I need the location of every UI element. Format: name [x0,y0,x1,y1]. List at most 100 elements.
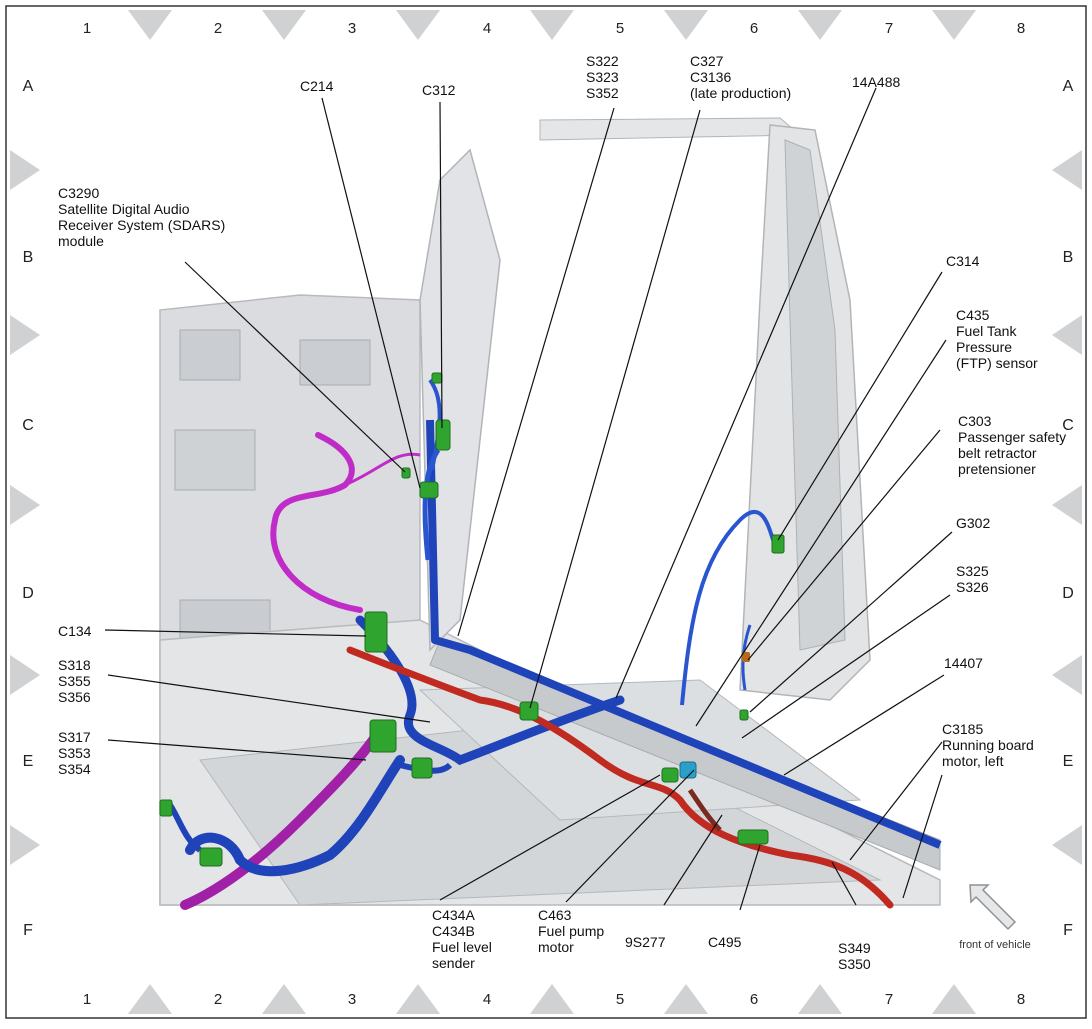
zone-markers [10,10,1082,1014]
callout-line: S355 [58,673,91,689]
callout-line: motor [538,939,574,955]
callout-line: G302 [956,515,990,531]
callout-c314: C314 [946,253,980,269]
callout-line: pretensioner [958,461,1036,477]
callout-line: S322 [586,53,619,69]
callout-line: C314 [946,253,980,269]
callout-line: Fuel pump [538,923,604,939]
callout-9s277: 9S277 [625,934,666,950]
callout-line: S350 [838,956,871,972]
callout-line: C434A [432,907,475,923]
callout-line: (late production) [690,85,791,101]
wiring-harnesses [167,378,942,910]
callout-line: motor, left [942,753,1004,769]
callout-line: belt retractor [958,445,1037,461]
grid-column-label: 1 [83,20,91,37]
grid-column-label: 5 [616,20,624,37]
callout-line: C3290 [58,185,99,201]
grid-column-label: 4 [483,991,491,1008]
callout-line: Receiver System (SDARS) [58,217,225,233]
callout-line: 14A488 [852,74,900,90]
callout-line: Running board [942,737,1034,753]
callout-line: C134 [58,623,92,639]
grid-row-label: A [23,78,34,95]
grid-column-label: 3 [348,20,356,37]
callout-line: Fuel Tank [956,323,1017,339]
grid-row-label: F [23,922,33,939]
callout-c312: C312 [422,82,456,98]
callout-line: S354 [58,761,91,777]
grid-row-label: A [1063,78,1074,95]
grid-column-label: 1 [83,991,91,1008]
callout-line: C3136 [690,69,731,85]
grid-row-label: E [1063,753,1074,770]
grid-row-label: B [23,249,34,266]
callout-line: 14407 [944,655,983,671]
callout-line: C435 [956,307,990,323]
grid-column-label: 7 [885,991,893,1008]
callout-14407: 14407 [944,655,983,671]
callout-line: C463 [538,907,572,923]
callout-line: S352 [586,85,619,101]
callout-line: S325 [956,563,989,579]
callout-line: S349 [838,940,871,956]
callout-line: S353 [58,745,91,761]
vehicle-body-illustration [159,117,941,906]
callout-line: S323 [586,69,619,85]
grid-row-label: B [1063,249,1074,266]
callout-line: C312 [422,82,456,98]
callout-line: module [58,233,104,249]
grid-column-label: 8 [1017,20,1025,37]
callout-g302: G302 [956,515,990,531]
callout-line: sender [432,955,475,971]
grid-column-label: 6 [750,991,758,1008]
callout-line: C303 [958,413,992,429]
callout-line: (FTP) sensor [956,355,1038,371]
callout-c214: C214 [300,78,334,94]
fuel-pump-connector [679,761,697,779]
grid-column-label: 4 [483,20,491,37]
grid-column-label: 8 [1017,991,1025,1008]
front-of-vehicle-indicator: front of vehicle [959,884,1031,951]
callout-c134: C134 [58,623,92,639]
grid-row-label: C [22,417,34,434]
callout-line: S318 [58,657,91,673]
grid-row-label: D [22,585,34,602]
front-arrow-icon [969,884,1017,931]
grid-column-label: 5 [616,991,624,1008]
callout-line: C434B [432,923,475,939]
callout-line: C214 [300,78,334,94]
callout-line: C327 [690,53,724,69]
front-of-vehicle-label: front of vehicle [959,939,1031,951]
callout-line: Satellite Digital Audio [58,201,190,217]
callout-14a488: 14A488 [852,74,900,90]
grid-column-label: 2 [214,20,222,37]
grid-column-label: 7 [885,20,893,37]
callout-line: C3185 [942,721,983,737]
connectors [159,372,785,867]
grid-row-label: C [1062,417,1074,434]
callout-line: Fuel level [432,939,492,955]
grid-row-label: D [1062,585,1074,602]
callout-c495: C495 [708,934,742,950]
callout-line: 9S277 [625,934,666,950]
callout-line: S356 [58,689,91,705]
callout-line: S317 [58,729,91,745]
callout-line: S326 [956,579,989,595]
